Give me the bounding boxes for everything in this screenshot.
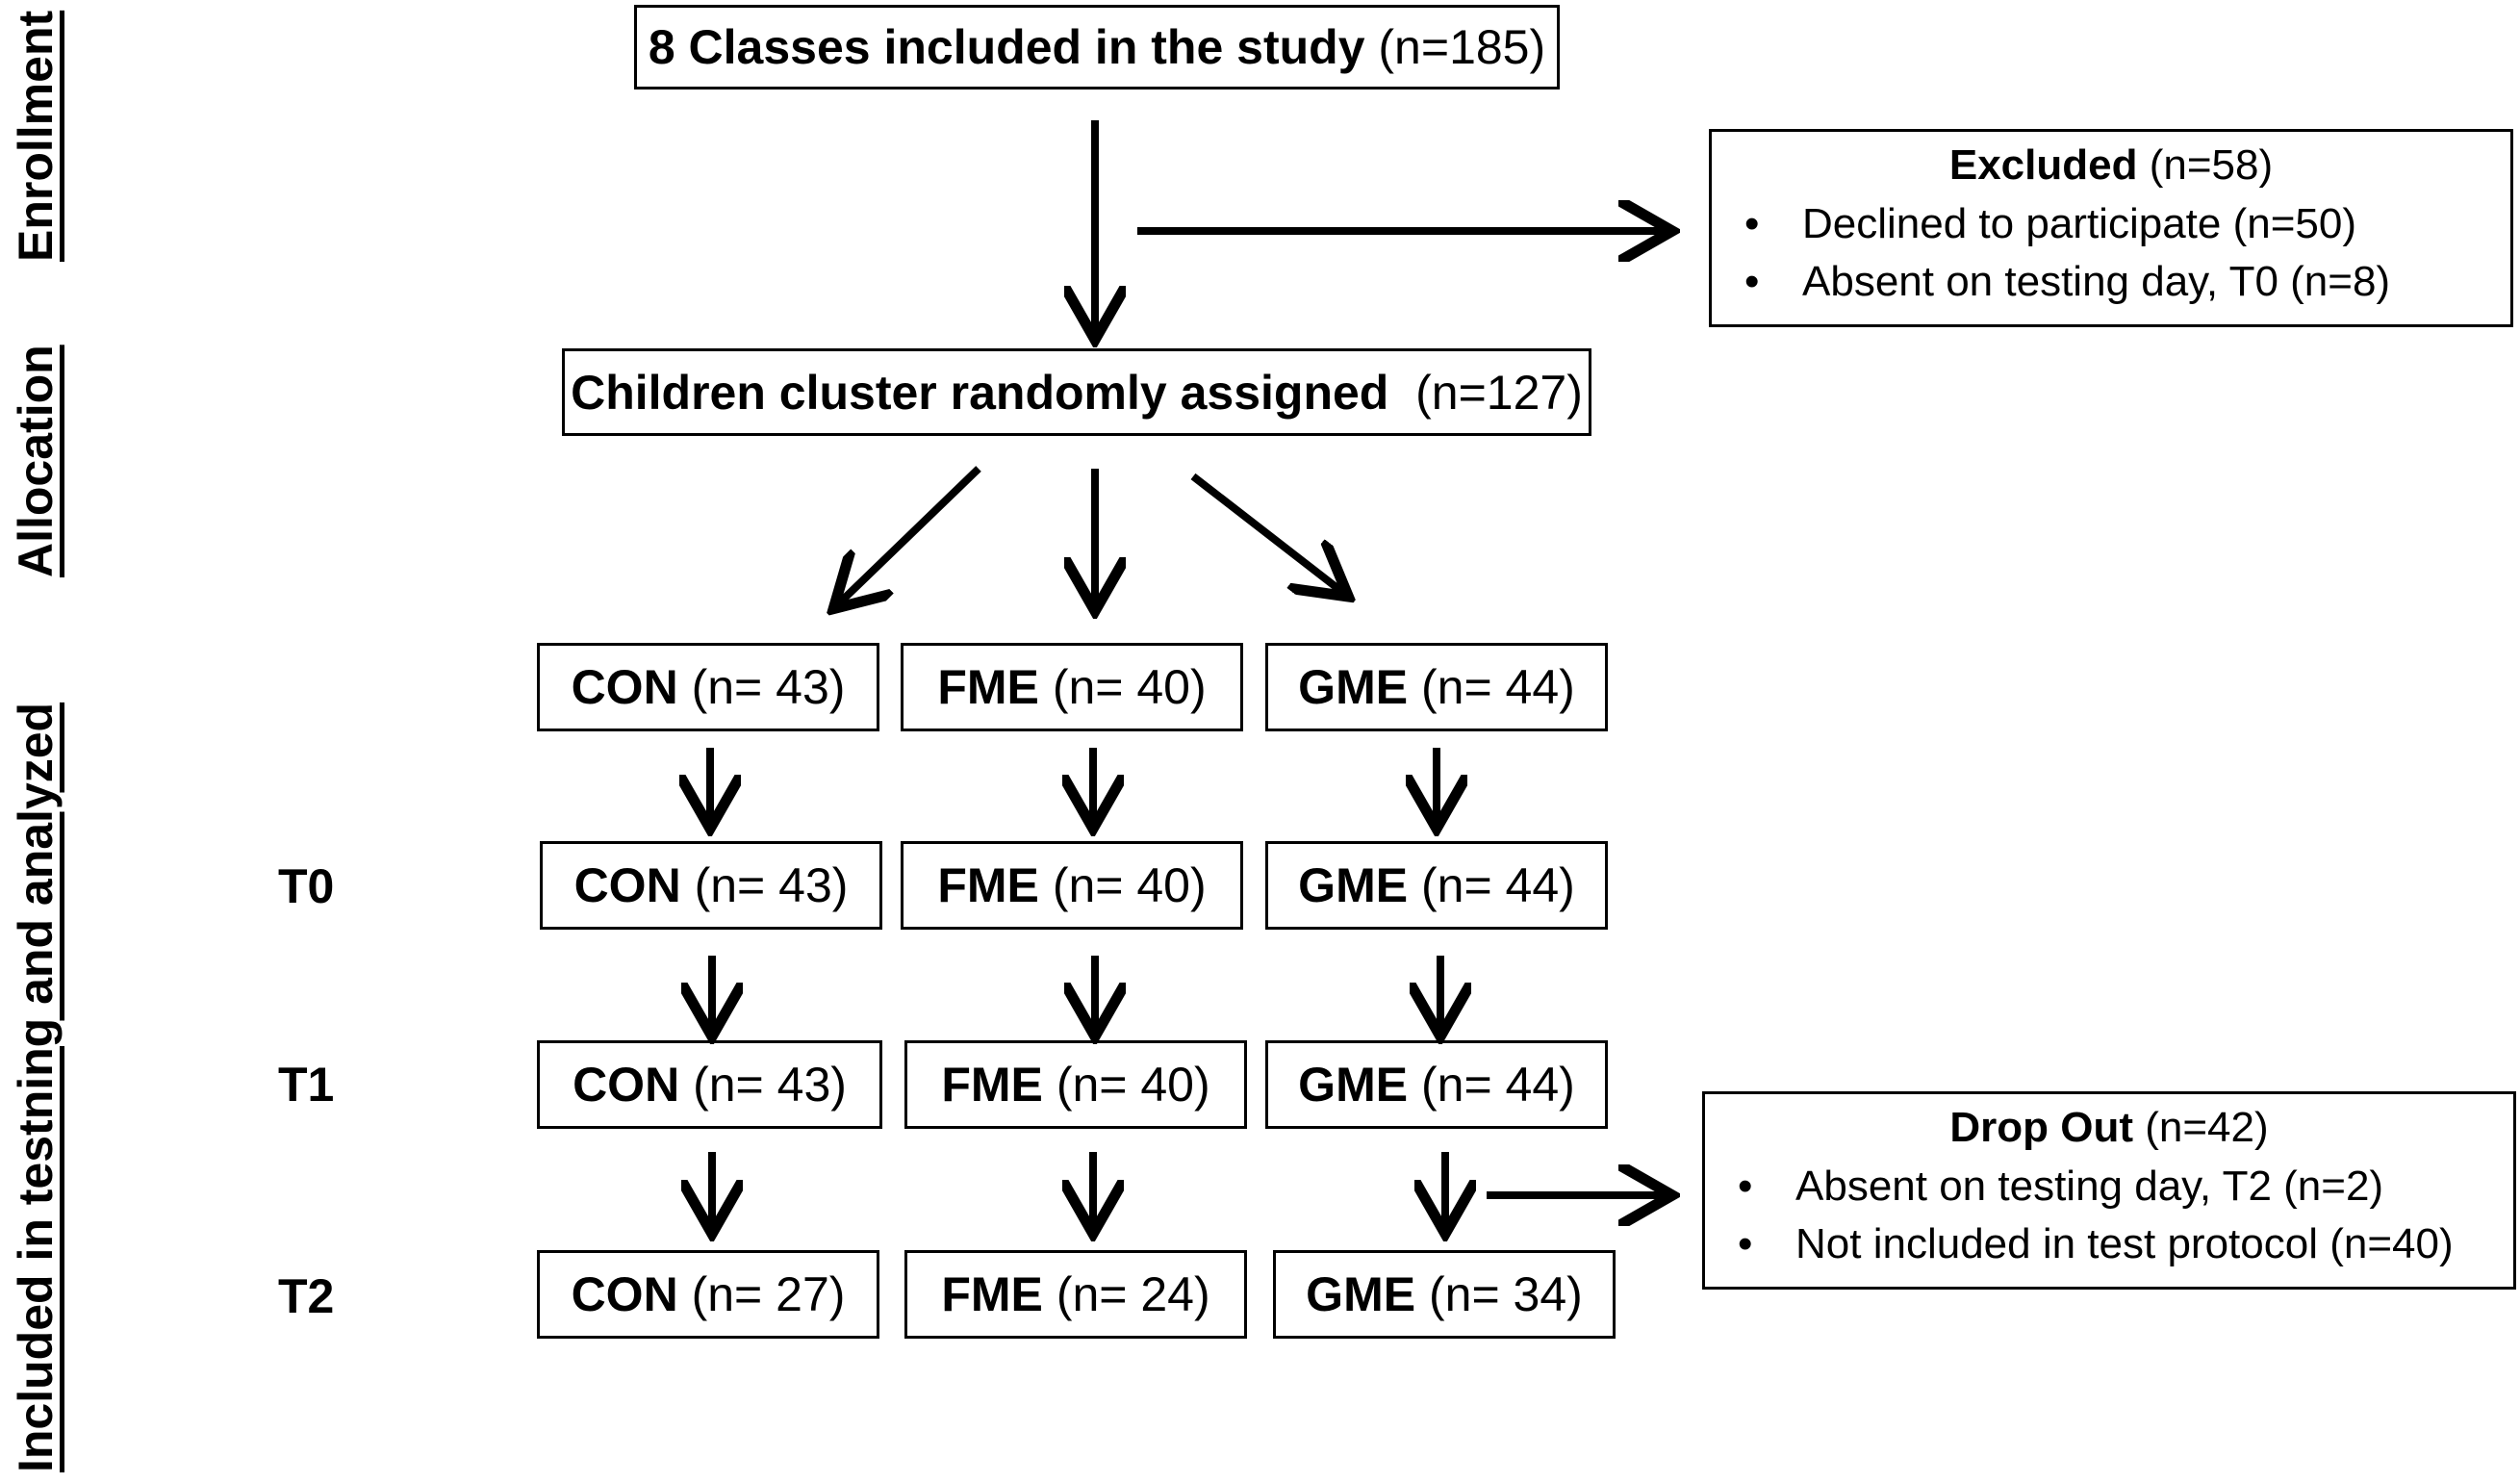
allocation-count: (n=127) (1415, 365, 1583, 420)
t1-gme-box: GME (n= 44) (1265, 1040, 1608, 1129)
group-name: CON (573, 1058, 680, 1112)
excluded-list: Declined to participate (n=50) Absent on… (1735, 195, 2487, 311)
allocation-box: Children cluster randomly assigned (n=12… (562, 348, 1591, 436)
group-count: (n= 40) (1056, 1058, 1210, 1112)
group-name: CON (571, 660, 678, 714)
t0-fme-box: FME (n= 40) (901, 841, 1243, 930)
enrollment-box: 8 Classes included in the study (n=185) (634, 5, 1560, 89)
t1-con-box: CON (n= 43) (537, 1040, 882, 1129)
arrow-allocation-to-con (839, 466, 981, 603)
dropout-item-not-included: Not included in test protocol (n=40) (1738, 1215, 2490, 1273)
group-count: (n= 43) (694, 858, 849, 912)
allocated-gme-box: GME (n= 44) (1265, 643, 1608, 731)
excluded-box: Excluded (n=58) Declined to participate … (1709, 129, 2513, 327)
t1-label: T1 (278, 1058, 335, 1112)
group-name: CON (571, 1267, 678, 1321)
group-count: (n= 40) (1052, 660, 1207, 714)
allocated-con-box: CON (n= 43) (537, 643, 879, 731)
group-count: (n= 43) (693, 1058, 847, 1112)
group-name: CON (573, 858, 681, 912)
group-count: (n= 40) (1052, 858, 1207, 912)
t0-label: T0 (278, 859, 335, 913)
excluded-title: Excluded (1948, 141, 2138, 189)
group-count: (n= 43) (691, 660, 846, 714)
enrollment-count: (n=185) (1378, 20, 1546, 74)
excluded-item-declined: Declined to participate (n=50) (1744, 195, 2487, 253)
group-count: (n= 44) (1420, 858, 1575, 912)
dropout-list: Absent on testing day, T2 (n=2) Not incl… (1728, 1158, 2490, 1273)
t1-fme-box: FME (n= 40) (904, 1040, 1247, 1129)
dropout-box: Drop Out (n=42) Absent on testing day, T… (1702, 1091, 2516, 1290)
group-count: (n= 27) (691, 1267, 846, 1321)
t0-con-box: CON (n= 43) (540, 841, 882, 930)
group-name: GME (1298, 660, 1409, 714)
excluded-heading: Excluded (n=58) (1735, 141, 2487, 190)
t2-fme-box: FME (n= 24) (904, 1250, 1247, 1339)
group-name: FME (937, 858, 1039, 912)
group-name: GME (1298, 1058, 1409, 1112)
group-name: FME (941, 1058, 1043, 1112)
arrow-allocation-to-gme (1190, 473, 1342, 592)
t2-gme-box: GME (n= 34) (1273, 1250, 1616, 1339)
allocation-title: Children cluster randomly assigned (571, 365, 1389, 420)
group-count: (n= 44) (1420, 1058, 1575, 1112)
dropout-heading: Drop Out (n=42) (1728, 1104, 2490, 1152)
enrollment-title: 8 Classes included in the study (648, 20, 1365, 74)
dropout-item-absent: Absent on testing day, T2 (n=2) (1738, 1158, 2490, 1215)
group-name: GME (1298, 858, 1409, 912)
group-count: (n= 24) (1056, 1267, 1210, 1321)
dropout-title: Drop Out (1949, 1104, 2133, 1151)
excluded-count: (n=58) (2149, 141, 2274, 189)
group-count: (n= 44) (1420, 660, 1575, 714)
group-name: FME (937, 660, 1039, 714)
dropout-count: (n=42) (2145, 1104, 2269, 1151)
t0-gme-box: GME (n= 44) (1265, 841, 1608, 930)
group-name: GME (1306, 1267, 1416, 1321)
group-count: (n= 34) (1428, 1267, 1583, 1321)
excluded-item-absent: Absent on testing day, T0 (n=8) (1744, 253, 2487, 311)
t2-label: T2 (278, 1269, 335, 1323)
t2-con-box: CON (n= 27) (537, 1250, 879, 1339)
allocated-fme-box: FME (n= 40) (901, 643, 1243, 731)
group-name: FME (941, 1267, 1043, 1321)
